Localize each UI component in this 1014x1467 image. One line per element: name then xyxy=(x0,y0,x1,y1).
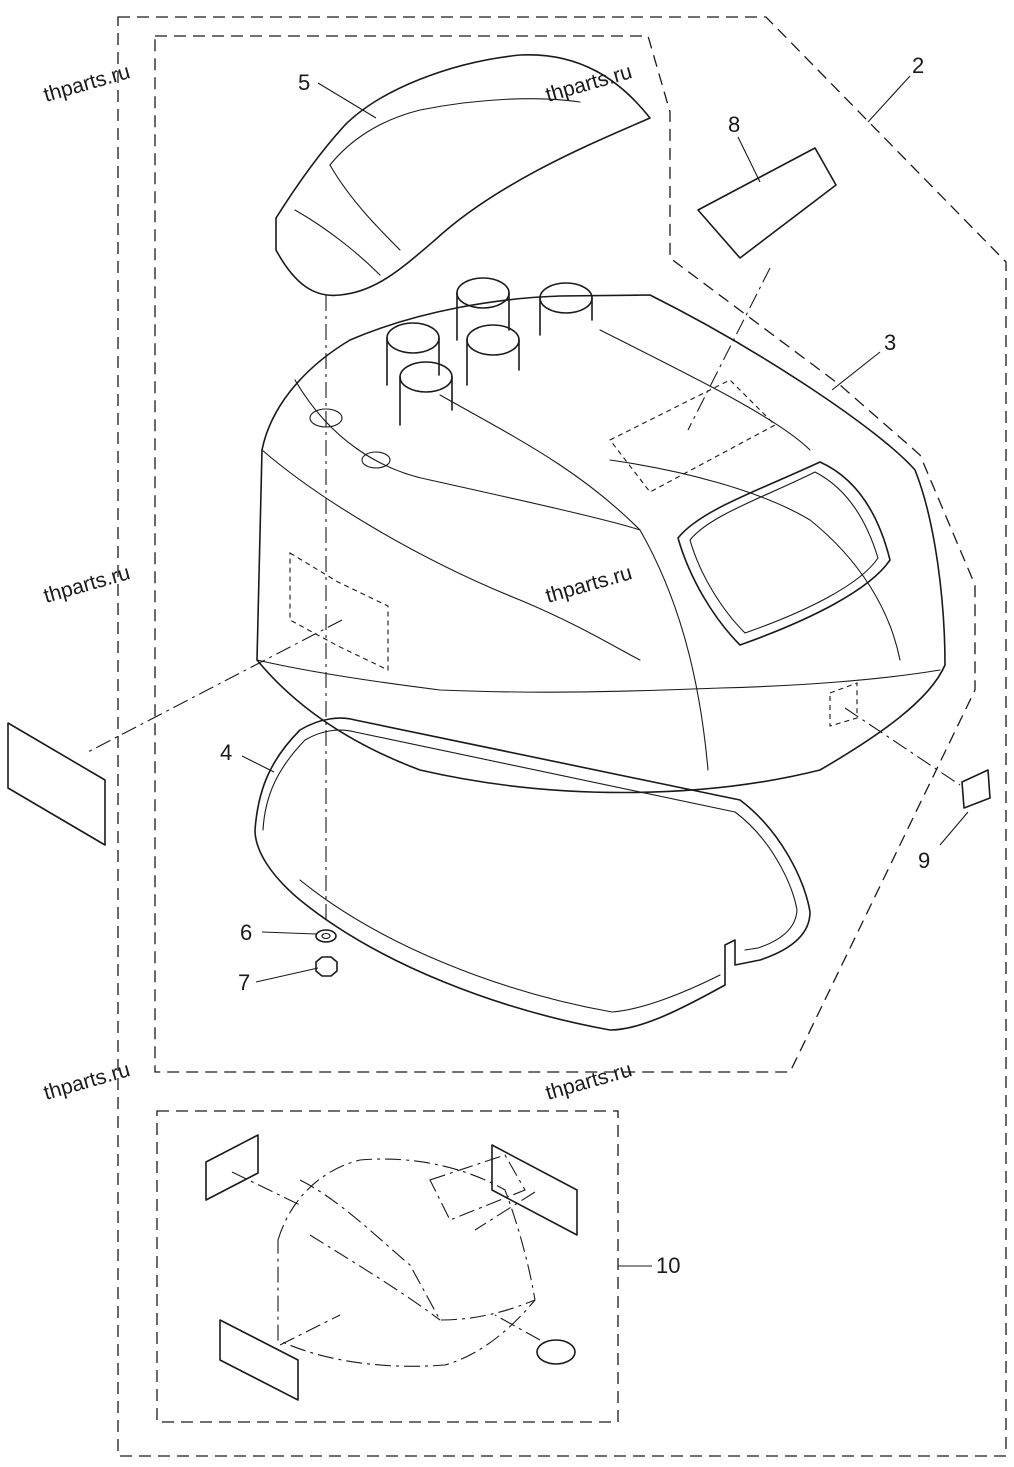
watermark-4: thparts.ru xyxy=(543,561,635,608)
washer-part-6 xyxy=(315,929,337,943)
watermark-5: thparts.ru xyxy=(41,1058,133,1105)
callout-5: 5 xyxy=(298,70,310,95)
assembly-lines xyxy=(87,267,961,920)
callout-4: 4 xyxy=(220,740,232,765)
label-part-9 xyxy=(961,769,991,809)
callout-7: 7 xyxy=(238,970,250,995)
callout-3: 3 xyxy=(884,330,896,355)
side-decal xyxy=(7,722,106,846)
assembly-boundary-inner xyxy=(154,35,976,1073)
assembly-boundary-outer xyxy=(117,16,1007,1457)
top-cowling-part-3 xyxy=(256,294,946,794)
leader-lines xyxy=(241,75,969,1267)
watermark-6: thparts.ru xyxy=(543,1058,635,1105)
callout-9: 9 xyxy=(918,848,930,873)
watermark-1: thparts.ru xyxy=(41,60,133,107)
decal-kit-part-10 xyxy=(205,1134,578,1401)
callout-8: 8 xyxy=(728,112,740,137)
callout-numbers: 2 3 4 5 6 7 8 9 10 xyxy=(220,53,930,1278)
watermark-3: thparts.ru xyxy=(41,561,133,608)
callout-6: 6 xyxy=(240,920,252,945)
top-cap-part-5 xyxy=(275,54,651,297)
label-part-8 xyxy=(697,147,837,259)
seal-gasket-part-4 xyxy=(254,717,811,1031)
callout-2: 2 xyxy=(912,53,924,78)
filler-tubes xyxy=(309,277,593,469)
callout-10: 10 xyxy=(656,1253,680,1278)
nut-part-7 xyxy=(315,956,338,977)
decal-kit-box xyxy=(156,1110,619,1423)
